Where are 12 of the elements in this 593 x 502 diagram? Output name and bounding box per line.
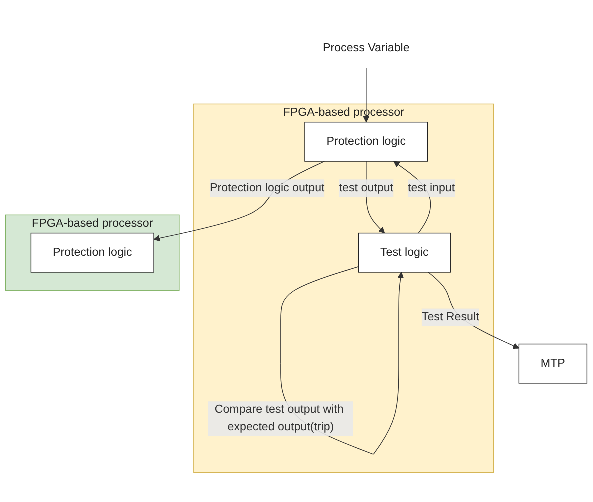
arrow <box>363 68 370 123</box>
edge-label: Protection logic output <box>210 182 325 194</box>
arrow <box>154 161 326 242</box>
node-box: Test logic <box>358 233 451 274</box>
edge-label: test output <box>339 182 394 194</box>
node-box: MTP <box>518 344 588 384</box>
node-box: Protection logic <box>30 233 154 274</box>
node-box: Protection logic <box>304 122 428 162</box>
edge-label: test input <box>408 182 456 194</box>
node-text: Process Variable <box>322 42 410 54</box>
edge-label: Compare test output with expected output(trip) <box>214 404 344 434</box>
edge-label: Test Result <box>422 311 480 324</box>
